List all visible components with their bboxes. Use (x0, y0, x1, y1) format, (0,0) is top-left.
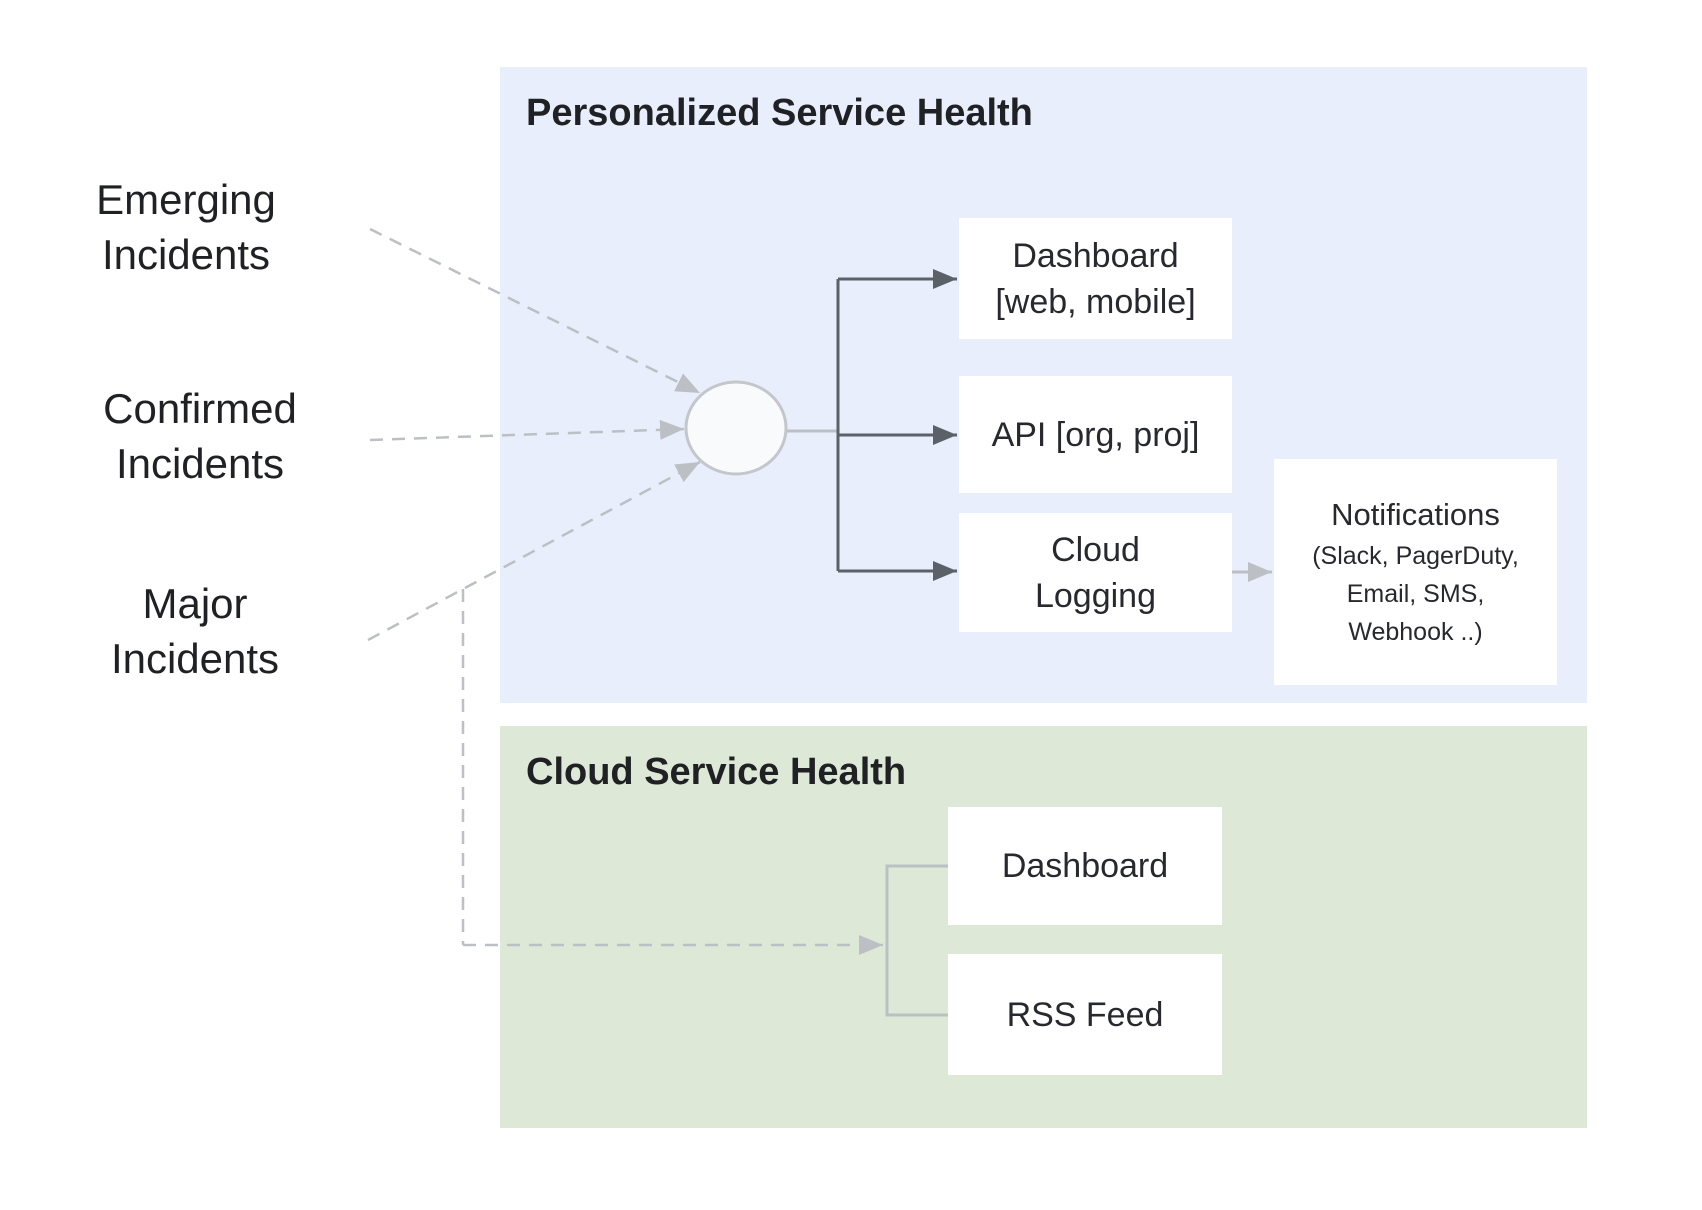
api-node: API [org, proj] (959, 376, 1232, 493)
rss-feed-label: RSS Feed (1006, 995, 1164, 1034)
cloud-panel-title: Cloud Service Health (526, 751, 907, 793)
rss-feed-node: RSS Feed (948, 954, 1222, 1075)
personalized-panel-title: Personalized Service Health (526, 92, 1033, 134)
emerging-incidents-label: Emerging Incidents (96, 176, 276, 278)
cloud-logging-node: Cloud Logging (959, 513, 1232, 632)
confirmed-incidents-label: Confirmed Incidents (103, 385, 297, 487)
cloud-logging-label: Cloud Logging (1034, 530, 1156, 615)
major-incidents-label: Major Incidents (110, 580, 280, 682)
dashboard-web-mobile-node: Dashboard [web, mobile] (959, 218, 1232, 339)
api-label: API [org, proj] (991, 415, 1200, 454)
cloud-dashboard-node: Dashboard (948, 807, 1222, 925)
notifications-title: Notifications (1331, 497, 1500, 532)
cloud-dashboard-label: Dashboard (1001, 847, 1169, 885)
dashboard-web-mobile-label: Dashboard [web, mobile] (995, 236, 1196, 321)
notifications-node: Notifications (Slack, PagerDuty, Email, … (1274, 459, 1557, 685)
notifications-subtitle: (Slack, PagerDuty, Email, SMS, Webhook .… (1312, 542, 1519, 646)
